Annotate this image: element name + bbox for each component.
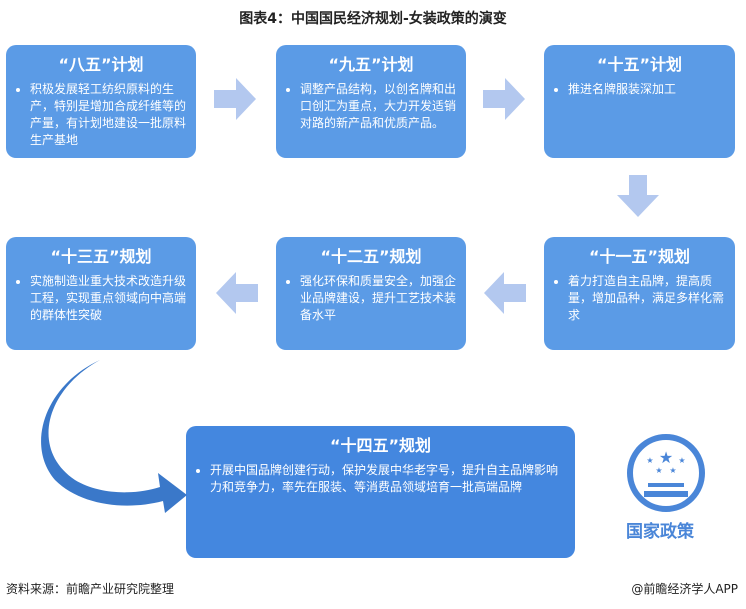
box-heading: “十三五”规划 xyxy=(50,247,152,266)
national-emblem-icon: ★ ★ ★ ★ ★ xyxy=(627,434,705,512)
plan-box-12th: “十二五”规划强化环保和质量安全，加强企业品牌建设，提升工艺技术装备水平 xyxy=(276,237,466,350)
plan-box-9th: “九五”计划调整产品结构，以创名牌和出口创汇为重点，大力开发适销对路的新产品和优… xyxy=(276,45,466,158)
arrow-left-icon xyxy=(484,272,526,314)
box-heading: “十四五”规划 xyxy=(329,436,432,455)
box-heading: “十二五”规划 xyxy=(320,247,422,266)
plan-box-13th: “十三五”规划实施制造业重大技术改造升级工程，实现重点领域向中高端的群体性突破 xyxy=(6,237,196,350)
box-heading: “八五”计划 xyxy=(58,55,144,74)
seal-label: 国家政策 xyxy=(626,522,694,542)
plan-box-14th: “十四五”规划开展中国品牌创建行动，保护发展中华老字号，提升自主品牌影响力和竞争… xyxy=(186,426,575,558)
box-text: 实施制造业重大技术改造升级工程，实现重点领域向中高端的群体性突破 xyxy=(30,273,186,324)
box-text: 强化环保和质量安全，加强企业品牌建设，提升工艺技术装备水平 xyxy=(300,273,456,324)
svg-text:★: ★ xyxy=(678,456,685,465)
arrow-left-icon xyxy=(216,272,258,314)
arrow-right-icon xyxy=(214,78,256,120)
plan-box-11th: “十一五”规划着力打造自主品牌，提高质量，增加品种，满足多样化需求 xyxy=(544,237,735,350)
box-text: 推进名牌服装深加工 xyxy=(568,81,725,98)
chart-title: 图表4：中国国民经济规划-女装政策的演变 xyxy=(239,11,507,27)
arrow-down-icon xyxy=(617,175,659,217)
credit-note: @前瞻经济学人APP xyxy=(631,582,738,596)
svg-text:★: ★ xyxy=(646,456,653,465)
source-note: 资料来源：前瞻产业研究院整理 xyxy=(6,582,175,596)
box-text: 着力打造自主品牌，提高质量，增加品种，满足多样化需求 xyxy=(568,273,725,324)
svg-text:★: ★ xyxy=(669,466,676,475)
plan-box-10th: “十五”计划推进名牌服装深加工 xyxy=(544,45,735,158)
box-heading: “十一五”规划 xyxy=(588,247,691,266)
box-text: 积极发展轻工纺织原料的生产，特别是增加合成纤维等的产量，有计划地建设一批原料生产… xyxy=(30,81,186,149)
svg-text:★: ★ xyxy=(655,466,662,475)
box-heading: “十五”计划 xyxy=(596,55,683,74)
box-heading: “九五”计划 xyxy=(328,55,414,74)
arrow-right-icon xyxy=(483,78,525,120)
svg-text:★: ★ xyxy=(659,448,673,467)
box-text: 调整产品结构，以创名牌和出口创汇为重点，大力开发适销对路的新产品和优质产品。 xyxy=(300,81,456,132)
plan-box-8th: “八五”计划积极发展轻工纺织原料的生产，特别是增加合成纤维等的产量，有计划地建设… xyxy=(6,45,196,158)
curved-arrow-icon xyxy=(41,360,187,513)
box-text: 开展中国品牌创建行动，保护发展中华老字号，提升自主品牌影响力和竞争力，率先在服装… xyxy=(210,462,565,496)
